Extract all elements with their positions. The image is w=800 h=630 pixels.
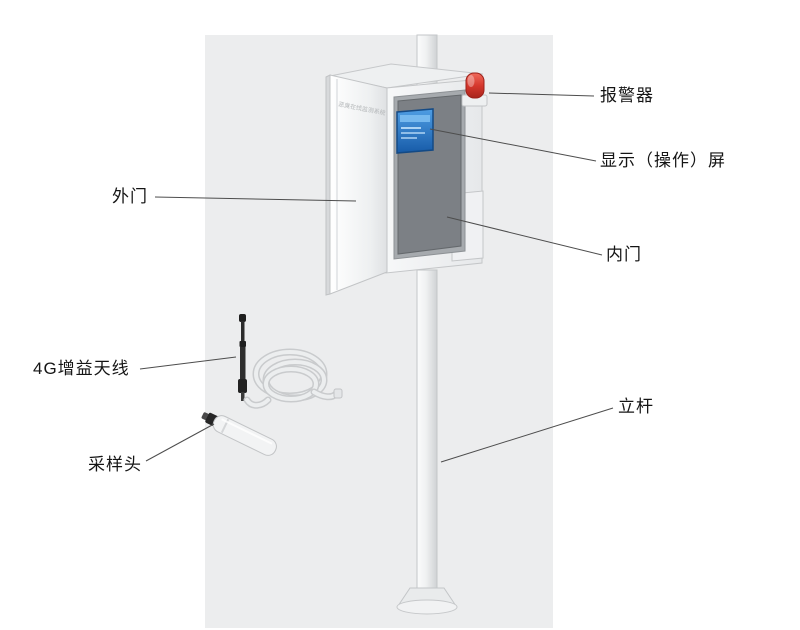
leader-outer-door: [154, 196, 357, 202]
leader-pole: [440, 407, 614, 463]
label-sampling-head: 采样头: [88, 455, 142, 474]
sampling-head-icon: [201, 412, 277, 456]
antenna-cable-coil: [243, 348, 343, 409]
cabinet: 恶臭在线监测系统: [325, 63, 488, 296]
leader-antenna: [139, 356, 237, 370]
antenna-4g-icon: [238, 314, 247, 401]
label-pole: 立杆: [618, 397, 654, 416]
alarm-beacon-icon: [461, 72, 488, 107]
label-alarm: 报警器: [600, 86, 654, 105]
leader-display: [429, 128, 597, 162]
outer-door-icon: 恶臭在线监测系统: [325, 74, 388, 296]
leader-sampling-head: [145, 423, 215, 462]
label-antenna-4g: 4G增益天线: [33, 359, 130, 378]
display-screen-icon: [396, 108, 434, 154]
leader-inner-door: [446, 216, 603, 256]
label-outer-door: 外门: [112, 187, 148, 206]
leader-lines: [139, 92, 614, 463]
label-inner-door: 内门: [606, 245, 642, 264]
leader-alarm: [488, 92, 595, 97]
label-display-screen: 显示（操作）屏: [600, 151, 726, 170]
